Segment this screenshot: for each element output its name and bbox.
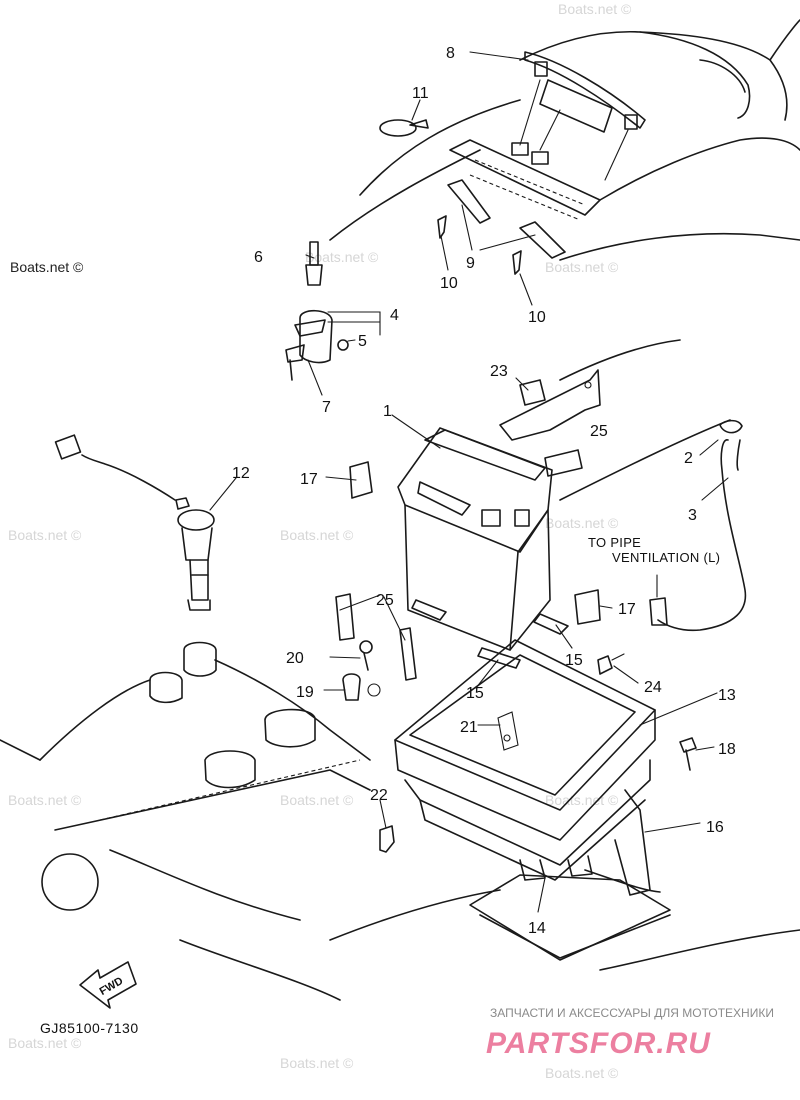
battery	[397, 427, 553, 651]
partsfor-logo: ЗАПЧАСТИ И АКСЕССУАРЫ ДЛЯ МОТОТЕХНИКИ PA…	[486, 1006, 774, 1060]
callout-15: 15	[565, 652, 583, 669]
callout-2: 2	[684, 450, 693, 467]
fasteners	[342, 640, 697, 853]
callout-11: 11	[412, 85, 429, 102]
watermark: Boats.net ©	[545, 259, 619, 275]
callout-3: 3	[688, 507, 697, 524]
callout-20: 20	[286, 650, 304, 667]
callouts: 8 11 6 4 5 7 9 10 10 23 1 25 2 3 12 17 1…	[232, 45, 736, 937]
watermark: Boats.net ©	[545, 792, 619, 808]
watermark: Boats.net ©	[280, 792, 354, 808]
callout-6: 6	[254, 249, 263, 266]
watermark: Boats.net ©	[305, 249, 379, 265]
callout-9: 9	[466, 255, 475, 272]
warning-labels	[335, 449, 601, 681]
bracket-part-9	[437, 179, 566, 275]
callout-22: 22	[370, 787, 388, 804]
watermark: Boats.net ©	[545, 1065, 619, 1081]
frame-lines	[329, 874, 800, 971]
callout-21: 21	[460, 719, 478, 736]
callout-16: 16	[706, 819, 724, 836]
vent-hose	[649, 419, 747, 632]
watermarks: Boats.net © Boats.net © Boats.net © Boat…	[8, 1, 632, 1081]
callout-7: 7	[322, 399, 331, 416]
callout-23: 23	[490, 363, 508, 380]
callout-13: 13	[718, 687, 736, 704]
clip-part-11	[379, 119, 429, 137]
callout-14: 14	[528, 920, 546, 937]
callout-8: 8	[446, 45, 455, 62]
callout-10: 10	[528, 309, 546, 326]
watermark: Boats.net ©	[8, 527, 82, 543]
bracket-part-23	[499, 369, 601, 441]
callout-15: 15	[466, 685, 484, 702]
watermark: Boats.net ©	[280, 1055, 354, 1071]
engine-top	[0, 641, 371, 1001]
callout-17: 17	[300, 471, 318, 488]
watermark: Boats.net ©	[8, 1035, 82, 1051]
callout-12: 12	[232, 465, 250, 482]
tail-light-assembly	[511, 51, 646, 181]
callout-17: 17	[618, 601, 636, 618]
battery-box	[394, 639, 661, 896]
callout-25: 25	[376, 592, 394, 609]
callout-25: 25	[590, 423, 608, 440]
callout-10: 10	[440, 275, 458, 292]
watermark: Boats.net ©	[558, 1, 632, 17]
watermark: Boats.net ©	[545, 515, 619, 531]
wire-harness	[54, 434, 215, 611]
callout-4: 4	[390, 307, 399, 324]
fwd-label: FWD	[98, 975, 126, 998]
clamp-assembly	[285, 241, 349, 381]
vent-note: TO PIPE VENTILATION (L)	[588, 535, 720, 565]
watermark-dark: Boats.net ©	[10, 259, 84, 275]
watermark: Boats.net ©	[280, 527, 354, 543]
callout-18: 18	[718, 741, 736, 758]
callout-19: 19	[296, 684, 314, 701]
callout-5: 5	[358, 333, 367, 350]
callout-24: 24	[644, 679, 662, 696]
leader-lines	[209, 51, 729, 913]
seat-body-outline	[329, 19, 800, 501]
brand-tagline: ЗАПЧАСТИ И АКСЕССУАРЫ ДЛЯ МОТОТЕХНИКИ	[490, 1006, 774, 1020]
part-code: GJ85100-7130	[40, 1020, 139, 1036]
note-line-1: TO PIPE	[588, 535, 641, 550]
brand-name: PARTSFOR.RU	[486, 1027, 711, 1060]
note-line-2: VENTILATION (L)	[612, 550, 720, 565]
fwd-arrow: FWD	[79, 961, 137, 1009]
watermark: Boats.net ©	[8, 792, 82, 808]
callout-1: 1	[383, 403, 392, 420]
